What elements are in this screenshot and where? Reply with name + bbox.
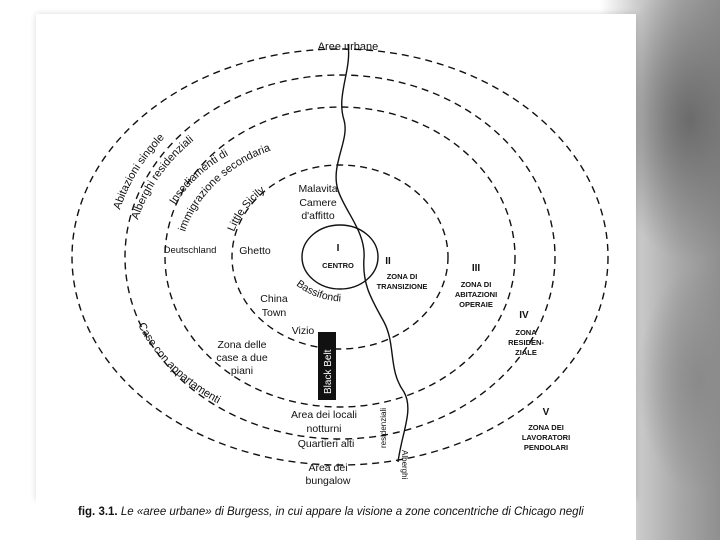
label-deutschland: Deutschland	[164, 245, 217, 256]
caption-text: Le «aree urbane» di Burgess, in cui appa…	[120, 506, 584, 518]
caption-fig-number: fig. 3.1.	[78, 506, 118, 518]
label-malavita: Malavita	[298, 183, 337, 195]
label-pendolari: PENDOLARI	[524, 443, 568, 452]
black-belt-block	[318, 332, 336, 400]
label-camere: Camere	[299, 197, 337, 209]
label-vizio: Vizio	[292, 325, 315, 337]
ring-zone-5	[71, 48, 609, 466]
label-little-sicily: Little Sicily	[226, 184, 268, 233]
label-zone-iv: IV	[519, 310, 529, 321]
label-case-a-due: case a due	[216, 352, 268, 364]
ring-zone-2	[231, 164, 449, 350]
label-centro: CENTRO	[322, 261, 354, 270]
label-bungalow: bungalow	[306, 475, 351, 487]
label-quartieri-alti: Quartieri alti	[298, 438, 355, 450]
label-zone-v: V	[543, 407, 550, 418]
ring-zone-3	[164, 106, 516, 408]
label-alberghi-vertical: Alberghi	[400, 450, 409, 480]
label-lavoratori: LAVORATORI	[522, 433, 570, 442]
label-operaie: OPERAIE	[459, 300, 493, 309]
caption-strip	[36, 500, 636, 540]
black-belt-label: Black Belt	[323, 349, 334, 394]
label-zona-dei: ZONA DEI	[528, 423, 564, 432]
label-residenziali-vertical: residenziali	[379, 408, 388, 448]
label-piani: piani	[231, 365, 253, 377]
label-china: China	[260, 293, 288, 305]
label-notturni: notturni	[306, 423, 341, 435]
label-zona-di: ZONA DI	[387, 272, 418, 281]
label-daffitto: d'affitto	[301, 210, 334, 222]
ring-zone-1	[301, 224, 379, 290]
label-residen: RESIDEN-	[508, 338, 544, 347]
scanned-page	[36, 14, 636, 500]
label-aree-urbane: Aree urbane	[318, 41, 379, 53]
label-ziale: ZIALE	[515, 348, 537, 357]
label-zone-ii: II	[385, 256, 391, 267]
label-case-con-appartamenti: Case con appartamenti	[135, 321, 222, 407]
label-area-dei-locali: Area dei locali	[291, 409, 357, 421]
ring-zone-4	[124, 74, 556, 440]
figure-caption: fig. 3.1. Le «aree urbane» di Burgess, i…	[78, 504, 638, 538]
label-zona: ZONA	[515, 328, 537, 337]
label-town: Town	[262, 307, 287, 319]
label-bassifondi: Bassifondi	[294, 278, 341, 305]
label-area-dei: Area dei	[308, 462, 347, 474]
label-zone-i: I	[337, 243, 340, 254]
lake-shore-line	[335, 43, 409, 463]
label-zona-delle: Zona delle	[217, 339, 266, 351]
label-zona-di-2: ZONA DI	[461, 280, 492, 289]
label-zone-iii: III	[472, 263, 481, 274]
label-abitazioni: ABITAZIONI	[455, 290, 497, 299]
label-transizione: TRANSIZIONE	[377, 282, 428, 291]
label-ghetto: Ghetto	[239, 245, 271, 257]
